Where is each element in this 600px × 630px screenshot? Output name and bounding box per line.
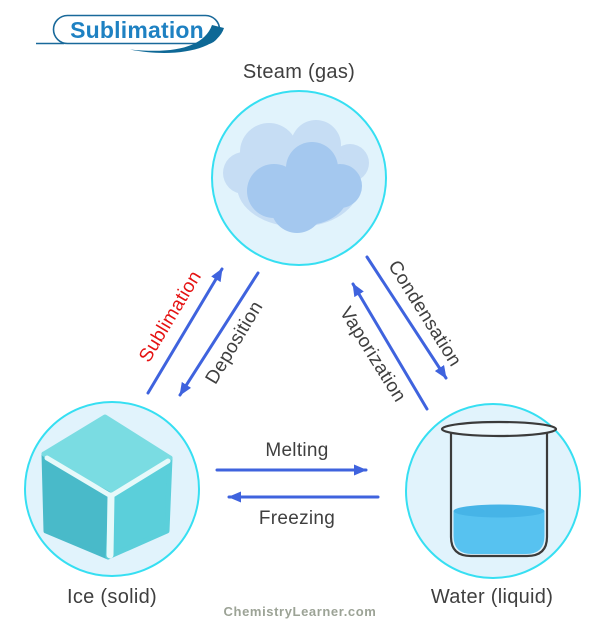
vaporization-arrow <box>351 282 429 411</box>
beaker-water <box>453 511 545 554</box>
steam-cloud-icon <box>223 120 369 233</box>
ice-edge-gaps <box>44 455 171 559</box>
site-watermark: ChemistryLearner.com <box>223 604 377 619</box>
water-node-circle <box>405 403 581 579</box>
ice-node-circle <box>24 401 200 577</box>
sublimation-arrow <box>146 267 224 395</box>
beaker-rim <box>440 420 558 438</box>
cloud-front-puffs <box>247 142 362 233</box>
title-badge <box>36 14 224 53</box>
condensation-arrow <box>365 255 448 380</box>
steam-node-circle <box>211 90 387 266</box>
page-title: Sublimation <box>70 17 204 43</box>
ice-top-face <box>41 414 173 493</box>
water-beaker-icon <box>440 420 558 558</box>
steam-node-label: Steam (gas) <box>242 61 356 83</box>
badge-swoosh <box>130 25 224 53</box>
beaker-body <box>449 429 549 558</box>
melting-label: Melting <box>265 440 329 461</box>
water-node-label: Water (liquid) <box>430 586 554 608</box>
water-surface <box>453 504 545 518</box>
deposition-arrow <box>178 271 260 397</box>
ice-node-label: Ice (solid) <box>67 586 157 608</box>
ice-cube-icon <box>41 414 173 560</box>
freezing-label: Freezing <box>258 508 336 529</box>
